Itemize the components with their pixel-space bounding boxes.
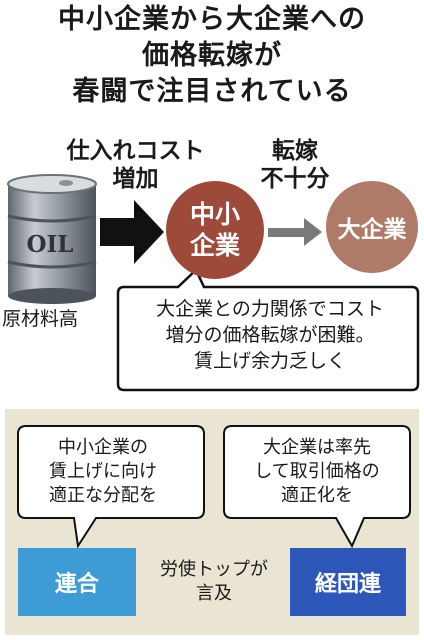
power-text-line-3: 賃上げ余力乏しく — [193, 350, 346, 372]
mention-line-2: 言及 — [196, 583, 232, 604]
keidanren-statement-line-3: 適正化を — [281, 485, 353, 506]
rengo-statement-line-2: 賃上げに向け — [49, 461, 157, 482]
rengo-statement-line-3: 適正な分配を — [49, 485, 157, 506]
raw-material-label: 原材料高 — [2, 308, 79, 330]
transfer-label-line-1: 転嫁 — [272, 138, 318, 164]
sme-label-line-1: 中小 — [189, 200, 240, 229]
rengo-speech-bubble — [17, 425, 205, 549]
rengo-box: 連合 — [18, 548, 136, 616]
headline: 中小企業から大企業への 価格転嫁が 春闘で注目されている — [0, 2, 424, 110]
rengo-statement-line-1: 中小企業の — [58, 437, 148, 458]
cost-arrow — [100, 200, 164, 264]
large-company-circle: 大企業 — [326, 181, 418, 273]
transfer-label-line-2: 不十分 — [260, 166, 330, 192]
transfer-arrow — [268, 218, 322, 246]
insufficient-transfer-label: 転嫁 不十分 — [250, 137, 340, 193]
rengo-statement: 中小企業の 賃上げに向け 適正な分配を — [28, 436, 178, 508]
headline-line-1: 中小企業から大企業への — [58, 4, 366, 35]
keidanren-speech-bubble — [223, 425, 411, 549]
keidanren-statement-line-2: して取引価格の — [254, 461, 380, 482]
cost-increase-label: 仕入れコスト 増加 — [48, 137, 223, 193]
cost-label-line-1: 仕入れコスト — [66, 138, 205, 164]
power-relation-text: 大企業との力関係でコスト 増分の価格転嫁が困難。 賃上げ余力乏しく — [120, 296, 420, 374]
labor-management-mention: 労使トップが 言及 — [142, 558, 286, 606]
cost-label-line-2: 増加 — [112, 166, 159, 192]
power-text-line-2: 増分の価格転嫁が困難。 — [165, 324, 375, 346]
mention-line-1: 労使トップが — [160, 559, 268, 580]
keidanren-statement-line-1: 大企業は率先 — [263, 437, 371, 458]
headline-line-3: 春闘で注目されている — [72, 76, 352, 107]
oil-barrel-icon: OIL — [7, 174, 97, 304]
keidanren-box: 経団連 — [290, 548, 406, 616]
sme-circle: 中小 企業 — [166, 181, 264, 279]
keidanren-statement: 大企業は率先 して取引価格の 適正化を — [232, 436, 402, 508]
sme-label-line-2: 企業 — [189, 231, 240, 260]
headline-line-2: 価格転嫁が — [142, 40, 282, 71]
large-company-label: 大企業 — [337, 217, 407, 243]
power-text-line-1: 大企業との力関係でコスト — [156, 298, 384, 320]
power-relation-bubble — [116, 267, 420, 392]
oil-barrel-label: OIL — [27, 231, 74, 258]
